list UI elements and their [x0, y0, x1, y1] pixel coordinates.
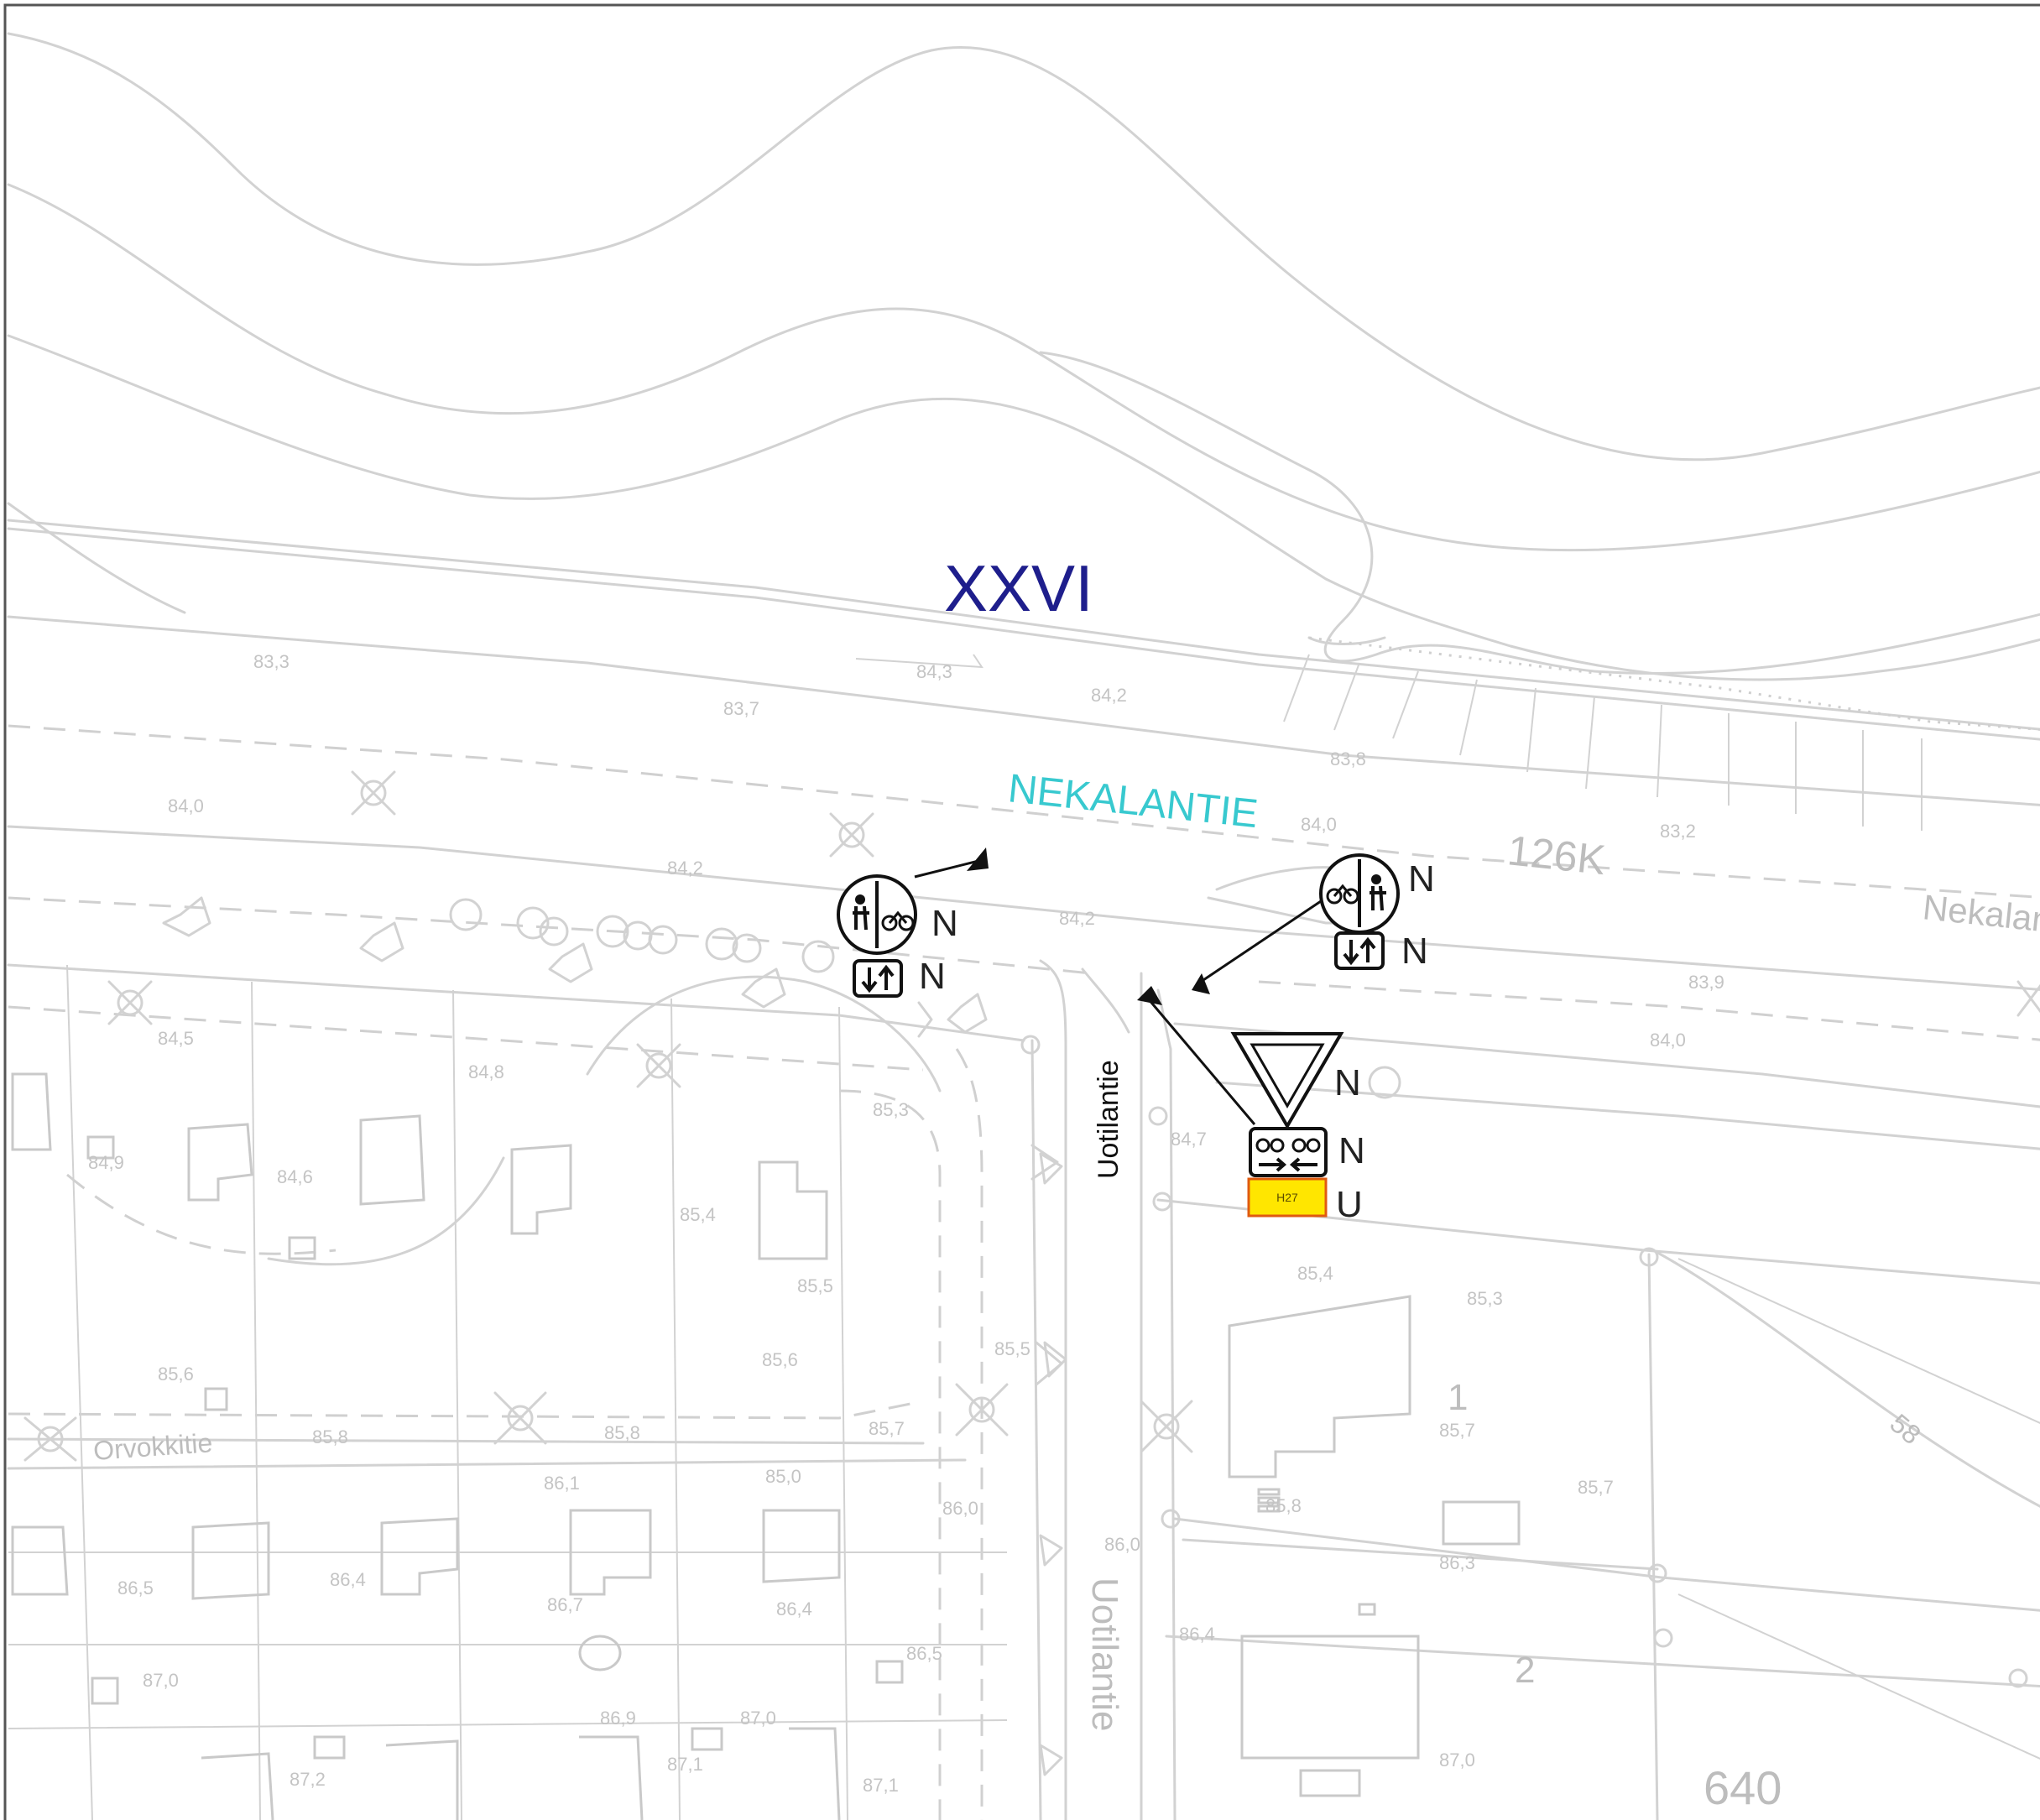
one-way-plate-icon[interactable] [853, 959, 903, 998]
elevation-label: 83,8 [1330, 748, 1366, 769]
elevation-label: 85,5 [994, 1338, 1030, 1359]
sign-left-group[interactable]: N N [837, 874, 958, 998]
elevation-label: 87,1 [863, 1775, 899, 1796]
elevation-label: 85,7 [1578, 1477, 1614, 1498]
yield-sign-icon[interactable] [1230, 1032, 1344, 1129]
elevation-label: 86,4 [1179, 1624, 1215, 1645]
elevation-label: 84,0 [1650, 1030, 1686, 1051]
sign-right-group[interactable]: N N [1319, 853, 1435, 972]
elevation-label: 87,0 [143, 1670, 179, 1691]
elevation-label: 86,1 [544, 1473, 580, 1494]
yellow-plate-icon[interactable] [1247, 1177, 1328, 1218]
sign-yield-suffix: N [1334, 1062, 1361, 1103]
sign-plate-suffix: U [1336, 1184, 1363, 1225]
elevation-label: 84,7 [1171, 1129, 1207, 1150]
elevation-label: 84,0 [1301, 814, 1337, 835]
elevation-label: 85,7 [869, 1418, 905, 1439]
elevation-label: 85,8 [604, 1422, 640, 1443]
elevation-label: 86,0 [1104, 1534, 1140, 1555]
street-label-uotilantie-lower: Uotilantie [1084, 1578, 1125, 1731]
elevation-label: 86,0 [942, 1498, 978, 1519]
sign-yield-group[interactable]: N N H27 U [1230, 1032, 1365, 1225]
street-label-nekalantie: NEKALANTIE [1006, 766, 1260, 837]
elevation-label: 86,4 [776, 1598, 812, 1619]
map-frame [3, 3, 2040, 1820]
elevation-label: 87,1 [667, 1754, 703, 1775]
elevation-label: 84,2 [1091, 685, 1127, 706]
elevation-label: 86,3 [1439, 1552, 1475, 1573]
sign-pole-marker [1137, 986, 1162, 1005]
sign-right-suffix: N [1408, 858, 1435, 900]
sign-left-sub-suffix: N [919, 956, 946, 997]
elevation-label: 85,6 [158, 1364, 194, 1385]
sign-pole-marker [1192, 973, 1210, 994]
block-code-label: 126K [1505, 827, 1608, 884]
elevation-label: 85,7 [1439, 1420, 1475, 1441]
elevation-label: 85,3 [873, 1099, 909, 1120]
elevation-label: 86,7 [547, 1594, 583, 1615]
elevation-label: 87,0 [740, 1708, 776, 1729]
elevation-label: 84,5 [158, 1028, 194, 1049]
plot-number-1: 1 [1448, 1377, 1468, 1418]
elevation-label: 85,3 [1467, 1288, 1503, 1309]
sign-pole-marker [967, 847, 989, 871]
district-label: XXVI [944, 551, 1093, 625]
one-way-plate-icon[interactable] [1334, 931, 1385, 970]
block-number-label: 640 [1703, 1761, 1782, 1814]
elevation-label: 84,3 [916, 661, 952, 682]
elevation-label: 85,6 [762, 1349, 798, 1370]
elevation-label: 85,5 [797, 1275, 833, 1296]
elevation-label: 83,7 [723, 698, 759, 719]
grey-labels: 126K Nekalan 1 2 640 58 Orvokkitie Uotil… [92, 827, 2040, 1814]
yellow-plate-text: H27 [1276, 1191, 1298, 1204]
elevation-label: 85,8 [312, 1426, 348, 1447]
street-label-uotilantie: Uotilantie [1093, 1060, 1124, 1179]
sign-bike-suffix: N [1338, 1130, 1365, 1171]
elevation-label: 84,0 [168, 795, 204, 816]
elevation-label: 84,2 [1059, 908, 1095, 929]
elevation-label: 83,9 [1688, 972, 1724, 993]
buildings [11, 1001, 1521, 1820]
elevation-label: 84,2 [667, 858, 703, 879]
elevation-label: 86,5 [117, 1578, 154, 1598]
elevation-label: 86,4 [330, 1569, 366, 1590]
side-streets [7, 959, 2040, 1820]
elevation-label: 87,2 [290, 1769, 326, 1790]
elevation-label: 86,9 [600, 1708, 636, 1729]
elevation-label: 84,8 [468, 1061, 504, 1082]
contour-lines [7, 32, 2040, 681]
elevation-label: 86,5 [906, 1643, 942, 1664]
sign-right-sub-suffix: N [1401, 931, 1428, 972]
elevation-label: 84,9 [88, 1152, 124, 1173]
elevation-label: 83,2 [1660, 821, 1696, 842]
elevation-label: 84,6 [277, 1166, 313, 1187]
elevation-label: 85,0 [765, 1466, 801, 1487]
elevation-label: 85,4 [1297, 1263, 1333, 1284]
elevation-label: 85,8 [1265, 1495, 1302, 1516]
sign-leaders [914, 847, 1327, 1125]
elevation-label: 83,3 [253, 651, 290, 672]
street-label-orvokkitie: Orvokkitie [92, 1427, 213, 1466]
elevation-label: 85,4 [680, 1204, 716, 1225]
road-lines [7, 519, 2040, 1150]
trees [23, 770, 2040, 1776]
elevation-labels: 83,3 84,3 83,7 84,2 83,8 84,0 84,2 84,2 … [88, 651, 1724, 1796]
sign-left-suffix: N [931, 903, 958, 944]
plot-number-2: 2 [1515, 1650, 1535, 1691]
elevation-label: 87,0 [1439, 1750, 1475, 1770]
